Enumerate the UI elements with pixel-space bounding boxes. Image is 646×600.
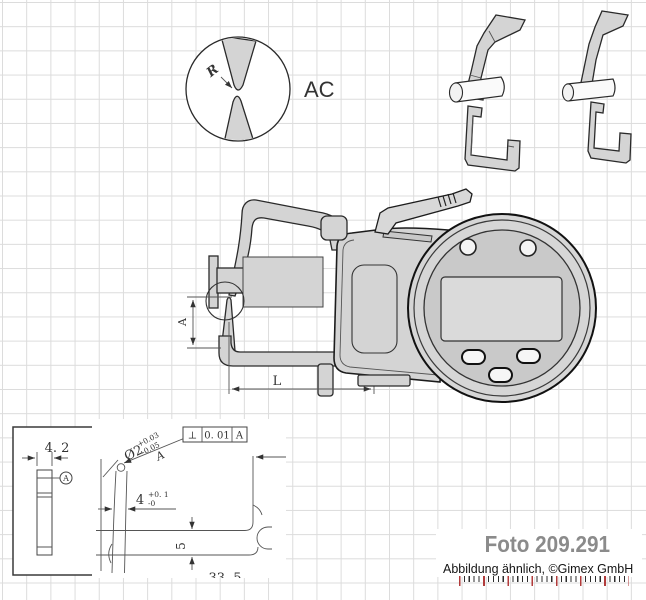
finger-right-edge: [124, 470, 128, 574]
band-clamp: [320, 215, 348, 241]
lower-arm-shape: [464, 105, 521, 172]
dim-4-tol-plus: +0. 1: [148, 490, 169, 499]
tip-tangent-line: [102, 459, 119, 478]
thumb-lever: [374, 188, 473, 235]
fcf-dividers: [201, 427, 233, 442]
scale-ruler: [459, 576, 629, 586]
lower-arm-edges: [470, 115, 515, 156]
tip-detail-view: R AC: [185, 36, 335, 142]
dim-l-label: L: [273, 374, 282, 389]
lever-plate: [382, 230, 433, 243]
finger-left-edge: [111, 470, 117, 574]
detail-marker-circle: [205, 281, 245, 321]
section-label: AC: [304, 77, 335, 102]
datum-label: A: [62, 474, 69, 483]
datum-circle: [59, 471, 73, 485]
fcf-datum: A: [235, 431, 244, 442]
grip-panel: [351, 264, 398, 354]
profile-backdrop: [92, 419, 286, 578]
finger-bulge: [108, 543, 113, 564]
clipped-dim-label: 33. 5: [208, 571, 241, 586]
radius-leader-line: [220, 76, 233, 89]
lcd-display: [440, 276, 563, 342]
lever-grip-ribs: [437, 192, 457, 208]
cylinder-end-cap: [561, 83, 575, 102]
face-hole-right: [519, 239, 537, 257]
body-inner-edge: [339, 239, 439, 376]
slide-block: [242, 256, 324, 308]
face-hole-left: [459, 238, 477, 256]
beam-fillet: [252, 504, 263, 516]
beam-top-line: [96, 456, 254, 531]
footer-backdrop: [436, 529, 642, 577]
fcf-tolerance: 0. 01: [204, 431, 229, 442]
dim-5-label: 5: [174, 542, 188, 550]
cylinder-end-cap: [448, 82, 464, 103]
contact-arm-right-3d: [561, 10, 632, 164]
arm-mount: [317, 363, 334, 397]
photo-reference: Foto 209.291: [484, 531, 610, 557]
dial-middle-ring: [413, 219, 591, 397]
disclaimer-text: Abbildung ähnlich, ©Gimex GmbH: [443, 561, 634, 576]
button-right: [516, 348, 541, 364]
beam-bottom-line: [96, 546, 259, 556]
dim-4-value: 4: [136, 493, 144, 508]
dim-a-label: A: [176, 317, 189, 327]
fcf-frame: [182, 426, 248, 443]
body-foot: [357, 374, 411, 387]
dim-42-label: 4. 2: [45, 441, 70, 456]
blade-section-lines: [37, 477, 52, 548]
finger-profile-view: 5 4 +0. 1 -0 Ø2 +0.03 -0.05 A ⊥ 0. 01 A …: [92, 419, 286, 586]
dim-4-tol-minus: -0: [148, 499, 156, 508]
button-bottom: [488, 367, 513, 383]
button-left: [461, 349, 486, 365]
upper-anvil-tip: [220, 38, 257, 91]
fcf-perpendicularity-icon: ⊥: [188, 431, 197, 442]
inset-section-view: 4. 2 A: [12, 426, 97, 576]
inset-blade: [36, 469, 53, 556]
lower-arm-shape: [587, 101, 632, 164]
ball-tip: [116, 463, 126, 472]
contact-arm-left-3d: [448, 14, 526, 172]
fork-notch: [256, 526, 272, 550]
lower-anvil-tip: [223, 95, 254, 140]
gauge-drawing: A L: [176, 188, 597, 403]
upper-arm-edges: [469, 30, 496, 79]
